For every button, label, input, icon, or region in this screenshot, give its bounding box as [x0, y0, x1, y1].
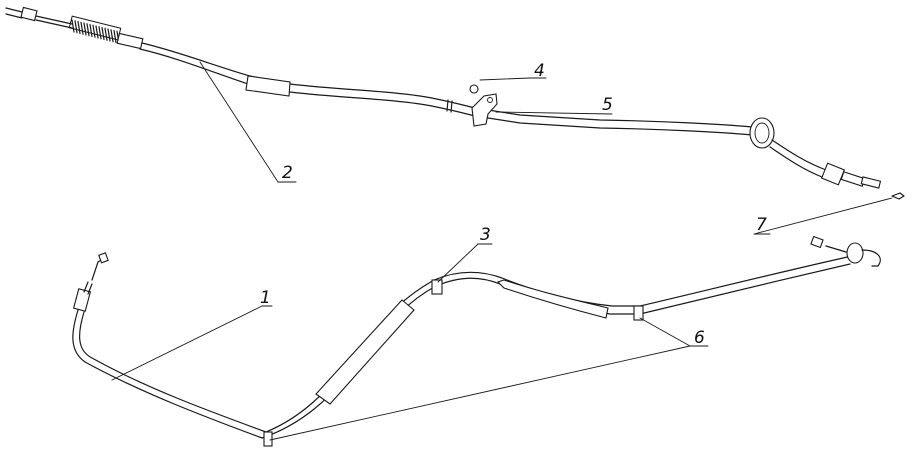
lower-cable-right-bend — [861, 249, 881, 267]
upper-cable-sheath-bottom — [139, 48, 753, 136]
lower-cable-right-grommet — [846, 242, 864, 264]
upper-cable-sleeve — [245, 75, 291, 97]
upper-cable-grommet — [749, 117, 775, 149]
lower-cable — [72, 235, 881, 447]
nut-part — [469, 84, 479, 94]
callout-7: 7 — [756, 215, 767, 235]
upper-cable-right-top — [771, 139, 827, 171]
lower-cable-sheath-top — [72, 263, 851, 439]
callout-6: 6 — [694, 328, 705, 348]
lower-cable-clip-6b — [263, 431, 273, 447]
callout-3: 3 — [480, 225, 491, 245]
clip-part — [891, 192, 905, 200]
lower-cable-left-fitting — [72, 288, 92, 312]
leader-lines — [111, 61, 893, 441]
upper-cable-right-bottom — [769, 146, 823, 178]
upper-cable-spring — [68, 15, 122, 44]
leader-3 — [437, 243, 479, 283]
upper-cable-right-fitting — [820, 162, 846, 186]
lower-cable-clip-6a — [633, 305, 644, 321]
upper-cable-ferrule — [116, 32, 144, 50]
leader-6a — [639, 317, 691, 347]
leader-7 — [753, 197, 893, 235]
leader-2 — [199, 61, 279, 183]
upper-cable — [5, 6, 905, 200]
callout-5: 5 — [602, 95, 613, 115]
leader-6b — [269, 345, 691, 441]
leader-1 — [111, 305, 263, 381]
leader-4 — [479, 77, 531, 81]
lower-cable-clip-3 — [431, 279, 443, 295]
callout-1: 1 — [260, 288, 271, 308]
upper-cable-bracket — [471, 93, 498, 127]
leader-5 — [495, 111, 613, 115]
callout-labels: 1 2 3 4 5 6 7 — [260, 61, 767, 348]
lower-cable-sheath-bottom — [79, 255, 853, 433]
upper-cable-sheath-top — [141, 42, 753, 128]
lower-cable-sleeve-right — [496, 279, 609, 319]
upper-cable-left-end-fitting — [5, 6, 73, 29]
callout-2: 2 — [282, 163, 293, 183]
callout-4: 4 — [534, 61, 545, 81]
lower-cable-long-sleeve — [315, 299, 415, 405]
